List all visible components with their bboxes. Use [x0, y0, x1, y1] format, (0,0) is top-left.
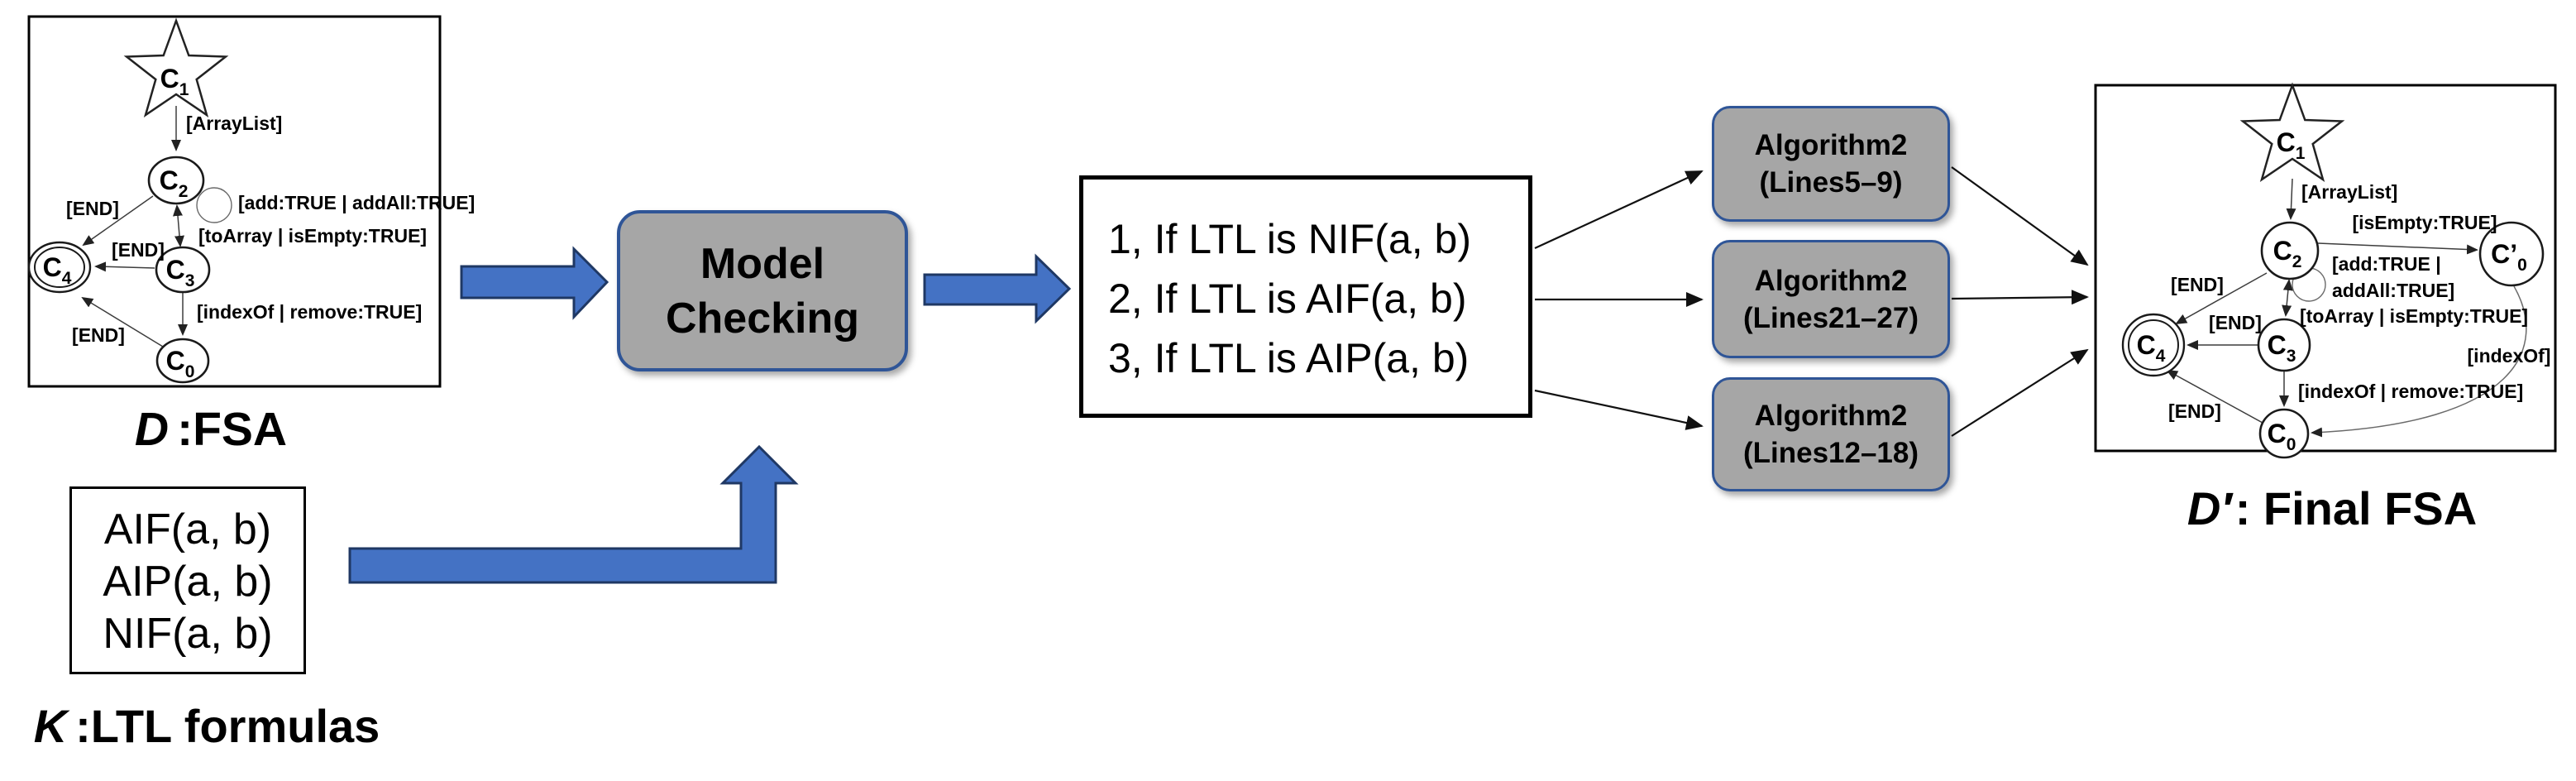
- fsa-d-caption-symbol: D: [134, 403, 170, 456]
- algorithm2-box-1-line1: Algorithm2: [1754, 129, 1908, 161]
- edge-label-end-c0: [END]: [72, 324, 125, 346]
- edge-label-arraylist: [ArrayList]: [2301, 181, 2397, 203]
- ltl-caption-symbol: K: [33, 700, 68, 752]
- edge-c2-self-loop: [196, 187, 232, 223]
- algorithm2-box-3-line1: Algorithm2: [1754, 400, 1908, 432]
- edge-label-end-c0: [END]: [2168, 400, 2221, 422]
- arrow-ltl-to-model: [348, 444, 799, 584]
- state-c0-label: C0: [2268, 419, 2296, 454]
- edge-label-end-c2: [END]: [66, 198, 119, 219]
- edge-label-indexof: [indexOf | remove:TRUE]: [2298, 381, 2523, 402]
- state-c0: [155, 338, 210, 384]
- model-checking-line1: Model: [700, 239, 825, 288]
- start-state-star-icon: [2239, 82, 2345, 182]
- state-c2: [147, 156, 205, 205]
- edge-label-selfloop-1: [add:TRUE |: [2332, 253, 2441, 275]
- fsa-dprime-frame: [2094, 84, 2557, 453]
- algorithm2-box-2-line2: (Lines21–27): [1742, 301, 1919, 334]
- edge-label-isempty: [isEmpty:TRUE]: [2352, 212, 2497, 233]
- algorithm2-box-1-line2: (Lines5–9): [1759, 166, 1903, 199]
- ltl-formula-line: NIF(a, b): [103, 610, 273, 658]
- model-checking-line2: Checking: [665, 294, 860, 343]
- connector-alg3-to-fsa: [1951, 348, 2089, 437]
- fsa-d-caption: D:FSA: [29, 402, 393, 457]
- ltl-formula-line: AIP(a, b): [103, 558, 273, 606]
- edge-c2-c4: [82, 195, 154, 247]
- state-c4-label: C4: [43, 252, 72, 288]
- edge-c2-c0p: [2317, 242, 2478, 255]
- state-c3-label: C3: [166, 255, 195, 290]
- edge-label-end-c3: [END]: [112, 239, 165, 261]
- edge-label-end-c2: [END]: [2171, 274, 2224, 295]
- ltl-conditions-box: 1, If LTL is NIF(a, b) 2, If LTL is AIF(…: [1079, 175, 1532, 418]
- edge-c2-c3: [2282, 279, 2293, 317]
- edge-label-indexof-curve: [indexOf]: [2468, 345, 2551, 367]
- state-c0-label: C0: [166, 346, 195, 381]
- ltl-caption-text: :LTL formulas: [75, 700, 380, 752]
- edge-label-selfloop: [add:TRUE | addAll:TRUE]: [238, 192, 475, 213]
- state-c4-inner: [34, 247, 85, 288]
- algorithm2-box-1: Algorithm2 (Lines5–9): [1712, 106, 1950, 222]
- fsa-d-frame: [27, 15, 442, 388]
- state-c2-label: C2: [160, 165, 189, 201]
- edge-c0-c4: [2166, 370, 2263, 424]
- state-c3: [155, 246, 211, 294]
- state-c0p: [2478, 221, 2545, 287]
- connector-alg2-to-fsa: [1951, 290, 2089, 305]
- arrow-model-to-conditions: [923, 253, 1072, 324]
- algorithm2-box-3-line2: (Lines12–18): [1742, 437, 1919, 469]
- state-c1-label: C1: [2277, 127, 2306, 163]
- condition-line: 2, If LTL is AIF(a, b): [1108, 276, 1467, 322]
- fsa-dprime-caption-text: : Final FSA: [2234, 482, 2478, 534]
- state-c2: [2260, 221, 2320, 280]
- edge-c0p-c0-curve: [2311, 285, 2527, 438]
- edge-c2-c4: [2175, 272, 2268, 324]
- ltl-formulas-box: AIF(a, b) AIP(a, b) NIF(a, b): [69, 486, 306, 674]
- state-c3: [2257, 318, 2311, 372]
- state-c4-label: C4: [2137, 330, 2166, 366]
- arrow-fsa-to-model: [460, 246, 609, 320]
- connector-conditions-to-alg3: [1534, 389, 1704, 430]
- state-c3-label: C3: [2268, 330, 2296, 366]
- condition-line: 1, If LTL is NIF(a, b): [1108, 216, 1471, 262]
- fsa-dprime-caption: D′: Final FSA: [2142, 482, 2522, 535]
- start-state-star-icon: [123, 17, 229, 117]
- edge-c2-c3: [173, 204, 184, 247]
- fsa-d-caption-text: :FSA: [177, 403, 288, 456]
- edge-label-indexof: [indexOf | remove:TRUE]: [197, 301, 422, 323]
- fsa-d-group: C1 C2 C4 C3 C0 [ArrayList] [END] [add:TR…: [27, 15, 475, 388]
- model-checking-box: Model Checking: [617, 210, 908, 371]
- edge-label-arraylist: [ArrayList]: [186, 113, 282, 134]
- ltl-box-caption: K:LTL formulas: [12, 699, 401, 753]
- edge-label-selfloop-2: addAll:TRUE]: [2332, 280, 2454, 301]
- ltl-formula-line: AIF(a, b): [103, 505, 272, 553]
- connector-conditions-to-alg1: [1534, 170, 1704, 249]
- state-c4-inner: [2128, 319, 2179, 371]
- edge-label-end-c3: [END]: [2209, 312, 2262, 333]
- connector-alg1-to-fsa: [1951, 166, 2089, 266]
- edge-label-toarray: [toArray | isEmpty:TRUE]: [2300, 305, 2528, 327]
- edge-c1-c2: [2286, 178, 2296, 220]
- state-c0: [2258, 408, 2310, 459]
- state-c2-label: C2: [2273, 236, 2302, 271]
- state-c1-label: C1: [160, 64, 189, 99]
- algorithm2-box-2-line1: Algorithm2: [1754, 264, 1908, 297]
- fsa-dprime-group: C1 C2 C’0 C4 C3 C0 [ArrayList] [isEmpty:…: [2094, 82, 2557, 459]
- edge-c0-c4: [81, 296, 164, 347]
- edge-label-toarray: [toArray | isEmpty:TRUE]: [198, 225, 427, 247]
- state-c0p-label: C’0: [2491, 239, 2527, 275]
- fsa-dprime-caption-symbol: D′: [2186, 482, 2232, 534]
- condition-line: 3, If LTL is AIP(a, b): [1108, 335, 1470, 381]
- algorithm2-box-3: Algorithm2 (Lines12–18): [1712, 377, 1950, 491]
- algorithm2-box-2: Algorithm2 (Lines21–27): [1712, 240, 1950, 358]
- edge-c3-c4: [94, 261, 155, 272]
